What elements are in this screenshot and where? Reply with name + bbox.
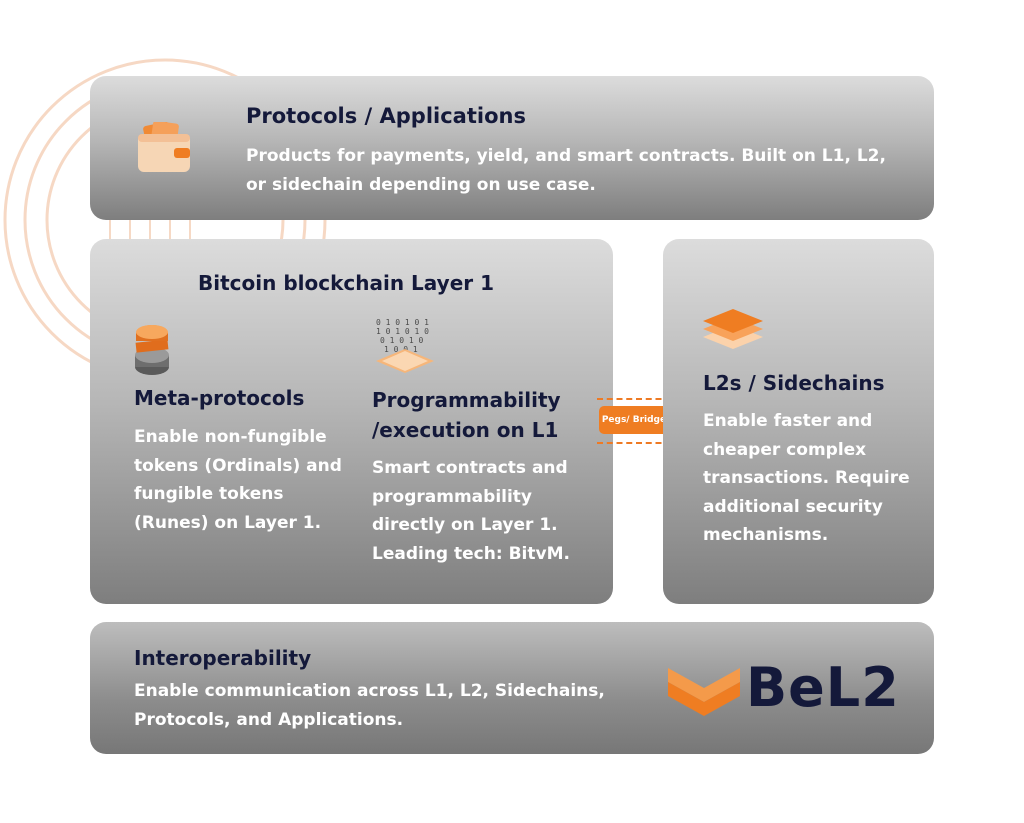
l2-sidechains-description: Enable faster and cheaper complex transa… xyxy=(703,411,910,545)
protocols-panel: Protocols / Applications Products for pa… xyxy=(90,76,934,220)
svg-text:1 0 1 0 1 0: 1 0 1 0 1 0 xyxy=(376,327,429,336)
l2-sidechains-panel: L2s / Sidechains Enable faster and cheap… xyxy=(663,239,934,604)
interoperability-title: Interoperability xyxy=(134,646,312,670)
l2-sidechains-title: L2s / Sidechains xyxy=(703,371,885,395)
programmability-title: Programmability /execution on L1 xyxy=(372,388,561,442)
svg-text:1 0 0 1: 1 0 0 1 xyxy=(384,345,418,354)
protocols-title: Protocols / Applications xyxy=(246,104,526,128)
layer1-title: Bitcoin blockchain Layer 1 xyxy=(198,271,494,295)
programmability-description: Smart contracts and programmability dire… xyxy=(372,458,570,564)
svg-text:0 1 0 1 0: 0 1 0 1 0 xyxy=(380,336,424,345)
interoperability-description: Enable communication across L1, L2, Side… xyxy=(134,681,605,730)
protocols-description: Products for payments, yield, and smart … xyxy=(246,146,886,195)
binary-code-icon: 0 1 0 1 0 1 1 0 1 0 1 0 0 1 0 1 0 1 0 0 … xyxy=(376,318,434,373)
svg-text:0 1 0 1 0 1: 0 1 0 1 0 1 xyxy=(376,318,429,327)
bel2-logo-icon xyxy=(668,668,740,716)
bridge-dash-top xyxy=(597,398,681,400)
wallet-icon xyxy=(138,122,190,172)
interoperability-panel: Interoperability Enable communication ac… xyxy=(90,622,934,754)
meta-protocols-description: Enable non-fungible tokens (Ordinals) an… xyxy=(134,427,342,533)
coin-stack-icon xyxy=(135,325,169,375)
layers-icon xyxy=(703,309,763,349)
bel2-logo-text: BeL2 xyxy=(746,656,900,719)
bridge-dash-bottom xyxy=(597,442,681,444)
layer1-panel: Bitcoin blockchain Layer 1 Meta-protocol… xyxy=(90,239,613,604)
meta-protocols-title: Meta-protocols xyxy=(134,386,305,410)
